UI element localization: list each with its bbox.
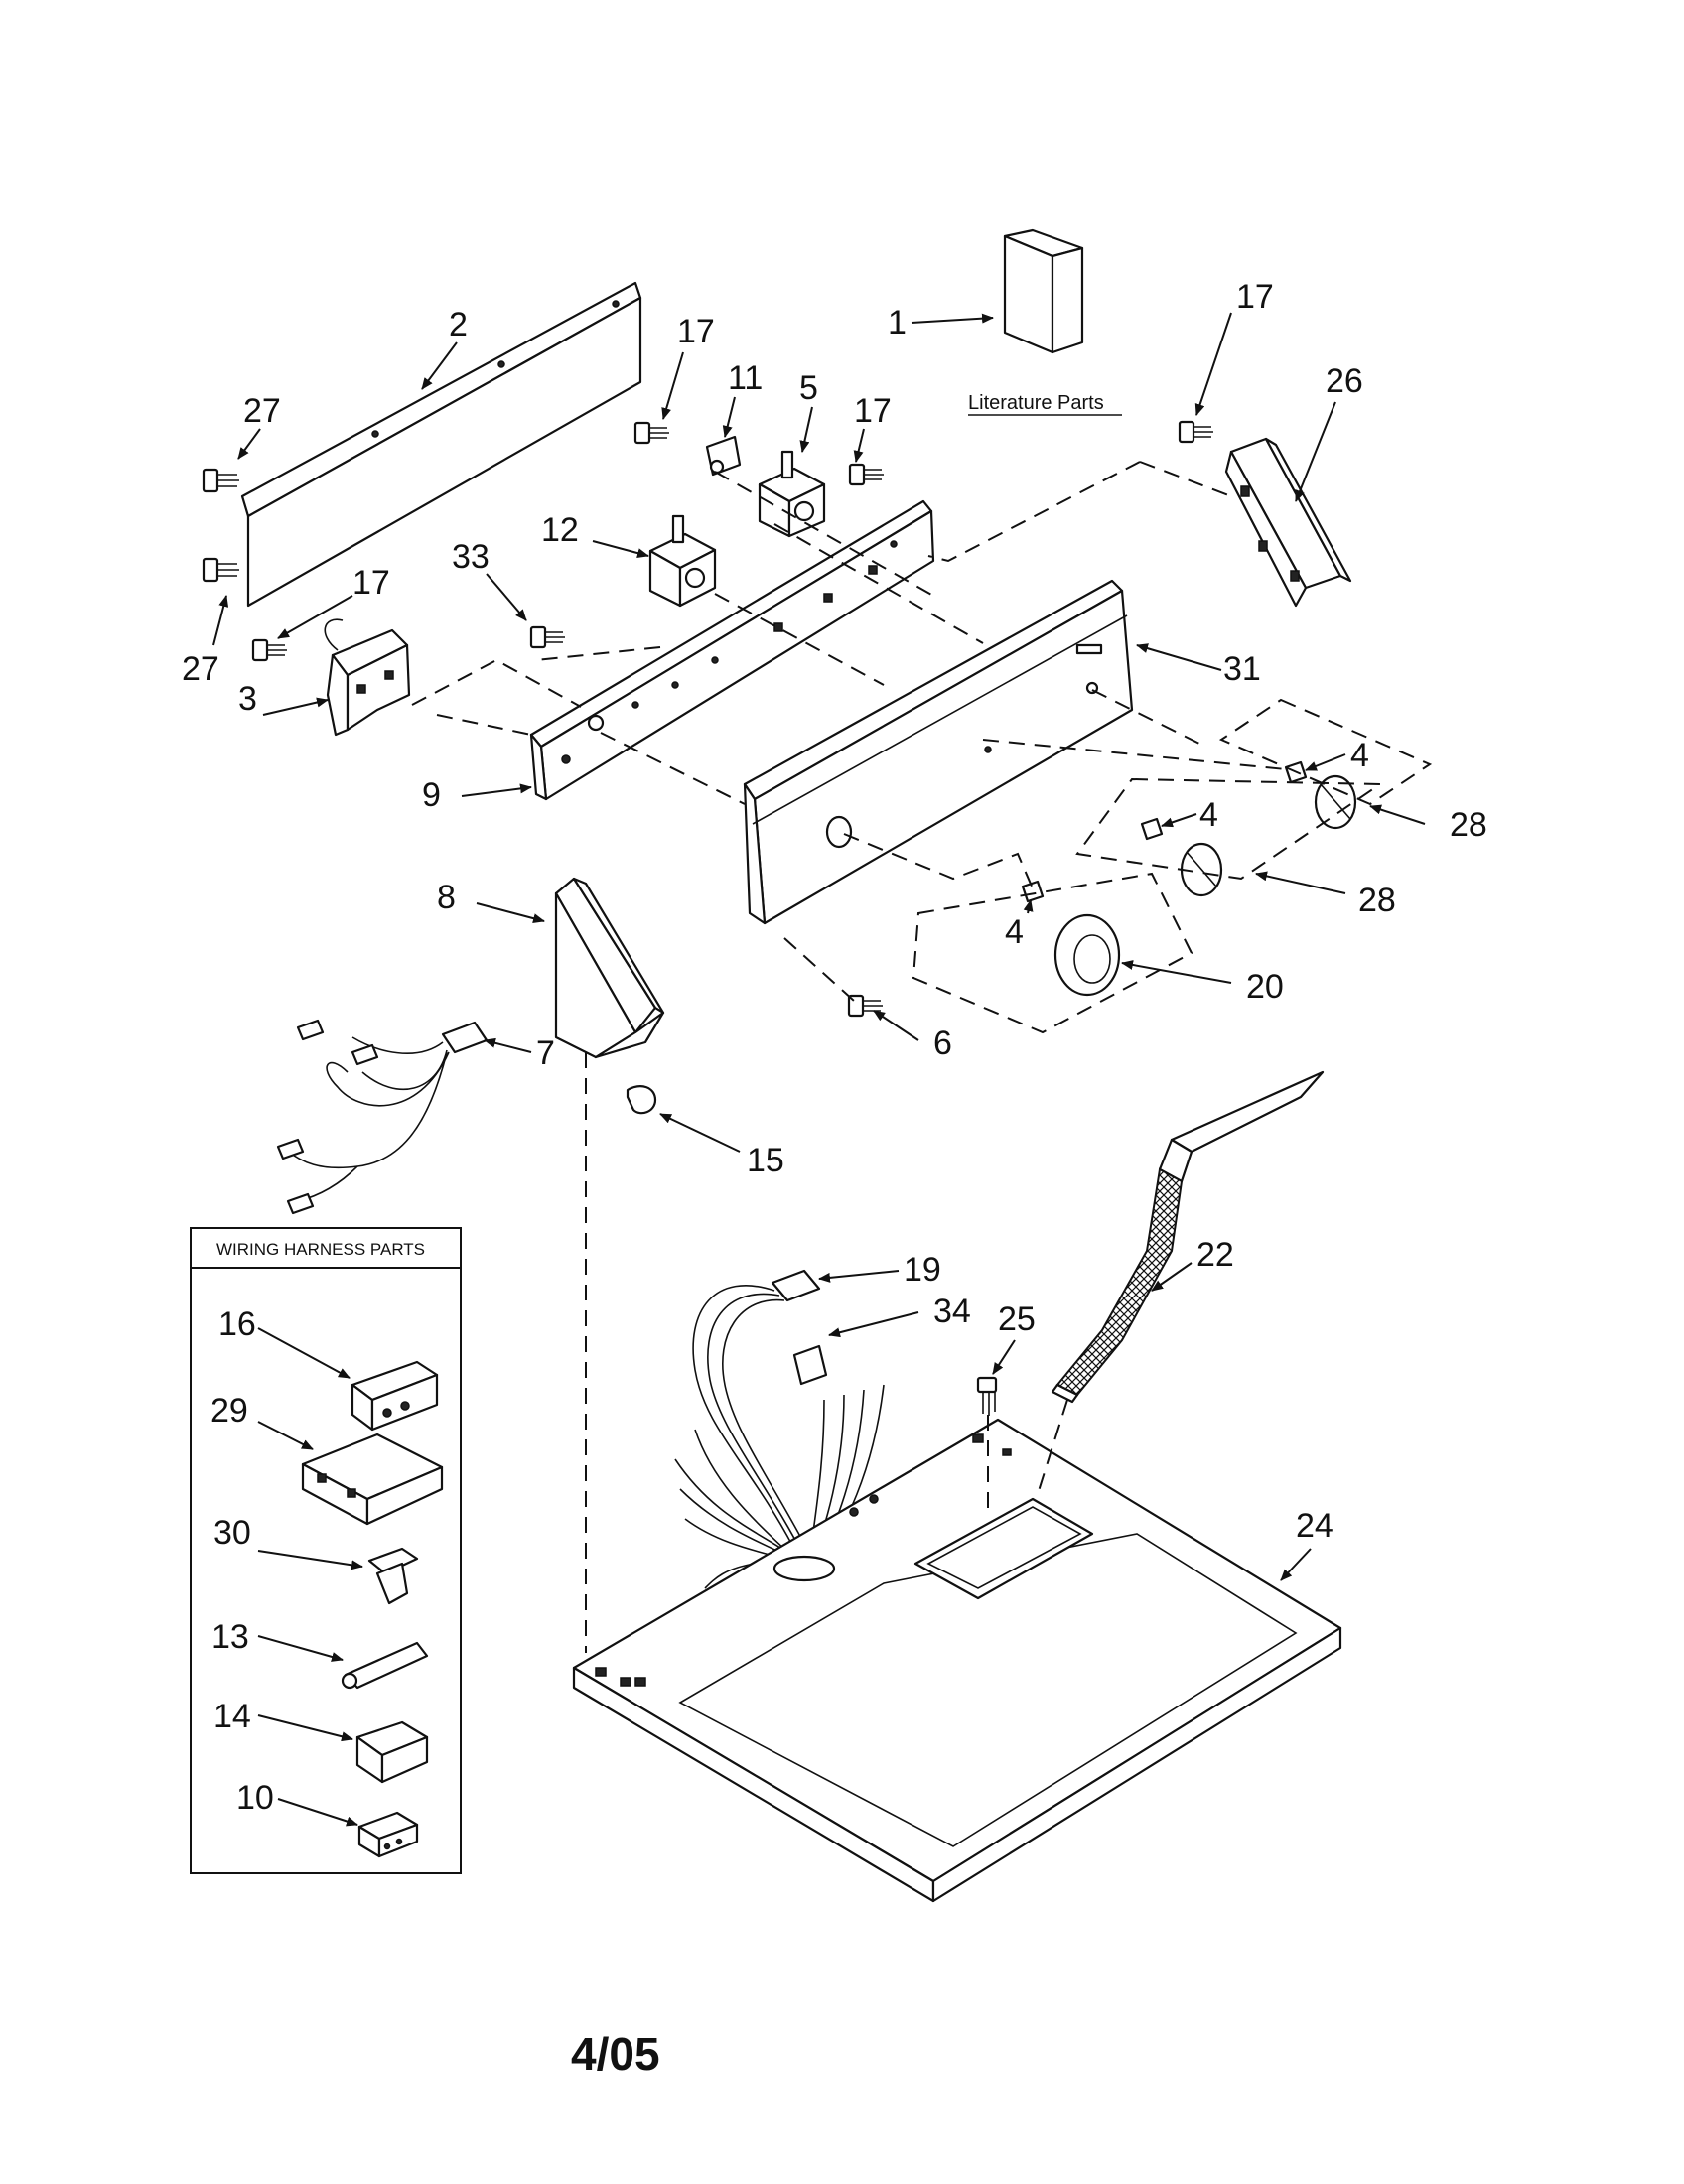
control-bracket-9 bbox=[529, 499, 935, 801]
end-cap-26 bbox=[1224, 437, 1352, 608]
terminal-13 bbox=[341, 1641, 429, 1690]
callout-29: 29 bbox=[210, 1392, 248, 1430]
end-cap-8 bbox=[554, 877, 665, 1059]
callout-2: 2 bbox=[449, 306, 468, 343]
callout-1: 1 bbox=[888, 304, 907, 341]
callout-4-top: 4 bbox=[1350, 737, 1369, 774]
connector-29 bbox=[301, 1433, 444, 1526]
top-panel-24 bbox=[572, 1418, 1342, 1903]
callout-11: 11 bbox=[728, 359, 763, 397]
callout-15: 15 bbox=[747, 1142, 784, 1179]
literature-parts-label: Literature Parts bbox=[968, 392, 1104, 414]
screw-17-left bbox=[251, 638, 287, 662]
screw-6 bbox=[847, 994, 883, 1018]
screw-17-center-right bbox=[848, 463, 884, 486]
console-panel-31 bbox=[743, 579, 1134, 925]
connector-14 bbox=[355, 1720, 429, 1784]
screw-27-top bbox=[202, 468, 239, 493]
screw-17-top-center bbox=[633, 421, 669, 445]
knob-28-top bbox=[1314, 774, 1357, 830]
literature-booklet bbox=[1003, 228, 1084, 354]
screw-25 bbox=[976, 1376, 998, 1416]
connector-10 bbox=[357, 1811, 419, 1858]
screw-33 bbox=[529, 625, 565, 649]
callout-24: 24 bbox=[1296, 1507, 1333, 1545]
screw-27-bottom bbox=[202, 557, 239, 583]
callout-13: 13 bbox=[211, 1618, 249, 1656]
callout-27-bottom: 27 bbox=[182, 650, 219, 688]
callout-16: 16 bbox=[218, 1305, 256, 1343]
callout-28-top: 28 bbox=[1450, 806, 1487, 844]
callout-19: 19 bbox=[904, 1251, 941, 1289]
date-code: 4/05 bbox=[571, 2028, 660, 2080]
leader-lines bbox=[212, 312, 1426, 1827]
callout-22: 22 bbox=[1196, 1236, 1234, 1274]
callout-17-center-right: 17 bbox=[854, 392, 892, 430]
callout-33: 33 bbox=[452, 538, 490, 576]
callout-17-right: 17 bbox=[1236, 278, 1274, 316]
callout-31: 31 bbox=[1223, 650, 1261, 688]
callout-27-top: 27 bbox=[243, 392, 281, 430]
callout-6: 6 bbox=[933, 1024, 952, 1062]
connector-19 bbox=[771, 1269, 821, 1302]
connector-30 bbox=[367, 1547, 419, 1605]
callout-8: 8 bbox=[437, 879, 456, 916]
callout-30: 30 bbox=[213, 1514, 251, 1552]
timer-knob-20 bbox=[1053, 913, 1121, 997]
callout-20: 20 bbox=[1246, 968, 1284, 1006]
switch-12 bbox=[648, 514, 717, 608]
wiring-box-title: WIRING HARNESS PARTS bbox=[216, 1240, 425, 1259]
wire-harness-7 bbox=[276, 1019, 489, 1215]
callout-12: 12 bbox=[541, 511, 579, 549]
callout-17-top-center: 17 bbox=[677, 313, 715, 350]
callout-10: 10 bbox=[236, 1779, 274, 1817]
callout-3: 3 bbox=[238, 680, 257, 718]
callout-17-left: 17 bbox=[352, 564, 390, 602]
clip-15 bbox=[626, 1085, 657, 1115]
callout-34: 34 bbox=[933, 1293, 971, 1330]
callout-5: 5 bbox=[799, 369, 818, 407]
callout-26: 26 bbox=[1326, 362, 1363, 400]
switch-5 bbox=[758, 450, 826, 538]
clip-4-bottom bbox=[1021, 880, 1045, 903]
callout-4-bottom: 4 bbox=[1005, 913, 1024, 951]
clip-4-middle bbox=[1140, 817, 1164, 841]
callout-25: 25 bbox=[998, 1300, 1036, 1338]
callout-7: 7 bbox=[536, 1034, 555, 1072]
rear-panel bbox=[240, 281, 642, 608]
assembly-lines bbox=[411, 461, 1433, 1653]
lint-screen-22 bbox=[1051, 1070, 1325, 1404]
callout-labels: 1 2 3 4 4 4 5 6 7 8 9 10 11 12 13 14 15 … bbox=[182, 278, 1487, 1817]
timer-3 bbox=[324, 618, 411, 737]
callout-4-middle: 4 bbox=[1199, 796, 1218, 834]
callout-14: 14 bbox=[213, 1698, 251, 1735]
screw-17-right bbox=[1178, 420, 1213, 444]
callout-28-bottom: 28 bbox=[1358, 882, 1396, 919]
bracket-11 bbox=[705, 435, 742, 477]
callout-9: 9 bbox=[422, 776, 441, 814]
connector-34 bbox=[792, 1344, 828, 1386]
connector-16 bbox=[351, 1360, 439, 1432]
